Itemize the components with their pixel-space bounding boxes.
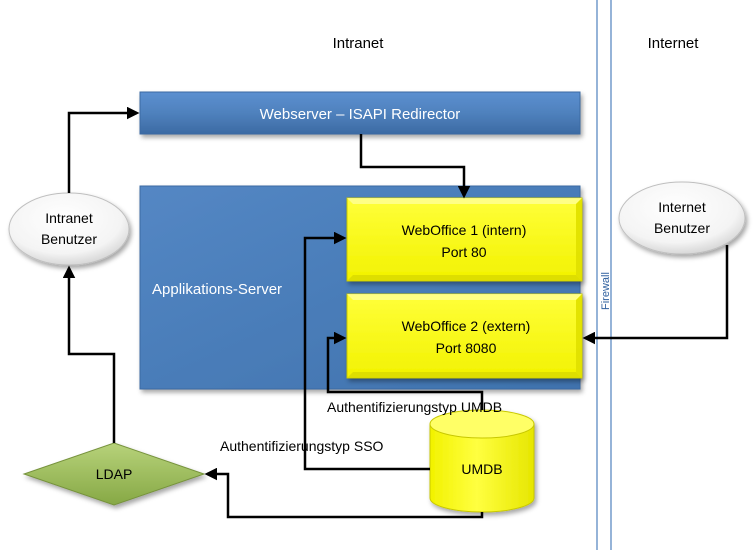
firewall-line xyxy=(596,0,612,550)
umdb-label: UMDB xyxy=(461,461,502,477)
ldap-node xyxy=(22,442,206,506)
intranet-user-line1: Intranet xyxy=(45,210,93,226)
internet-user-line1: Internet xyxy=(658,199,706,215)
webserver-box xyxy=(139,91,581,135)
arrow-internet-user-to-weboffice2 xyxy=(582,245,729,345)
ldap-label: LDAP xyxy=(96,466,133,482)
arrow-webserver-to-weboffice1 xyxy=(359,134,471,199)
intranet-user-line2: Benutzer xyxy=(41,231,97,247)
weboffice1-port: Port 80 xyxy=(441,244,486,260)
webserver-label: Webserver – ISAPI Redirector xyxy=(260,106,461,123)
umdb-database xyxy=(429,409,535,513)
zone-label-internet: Internet xyxy=(648,35,700,52)
auth-umdb-label: Authentifizierungstyp UMDB xyxy=(327,399,502,415)
internet-user-line2: Benutzer xyxy=(654,220,710,236)
auth-sso-label: Authentifizierungstyp SSO xyxy=(220,438,384,454)
arrow-intranet-user-to-webserver xyxy=(67,106,140,193)
application-server-label: Applikations-Server xyxy=(152,281,282,298)
weboffice2-name: WebOffice 2 (extern) xyxy=(402,318,531,334)
arrow-umdb-auth-to-weboffice2 xyxy=(326,331,484,410)
weboffice1-box xyxy=(346,197,583,282)
intranet-user-node xyxy=(8,192,130,266)
internet-user-node xyxy=(618,181,746,255)
weboffice2-port: Port 8080 xyxy=(436,340,497,356)
arrow-sso-to-weboffice1 xyxy=(303,231,430,471)
firewall-label: Firewall xyxy=(600,272,612,310)
arrow-umdb-to-ldap xyxy=(204,467,484,519)
arrow-ldap-to-intranet-user xyxy=(62,265,116,443)
weboffice1-name: WebOffice 1 (intern) xyxy=(402,222,527,238)
weboffice2-box xyxy=(346,293,583,379)
zone-label-intranet: Intranet xyxy=(333,35,385,52)
